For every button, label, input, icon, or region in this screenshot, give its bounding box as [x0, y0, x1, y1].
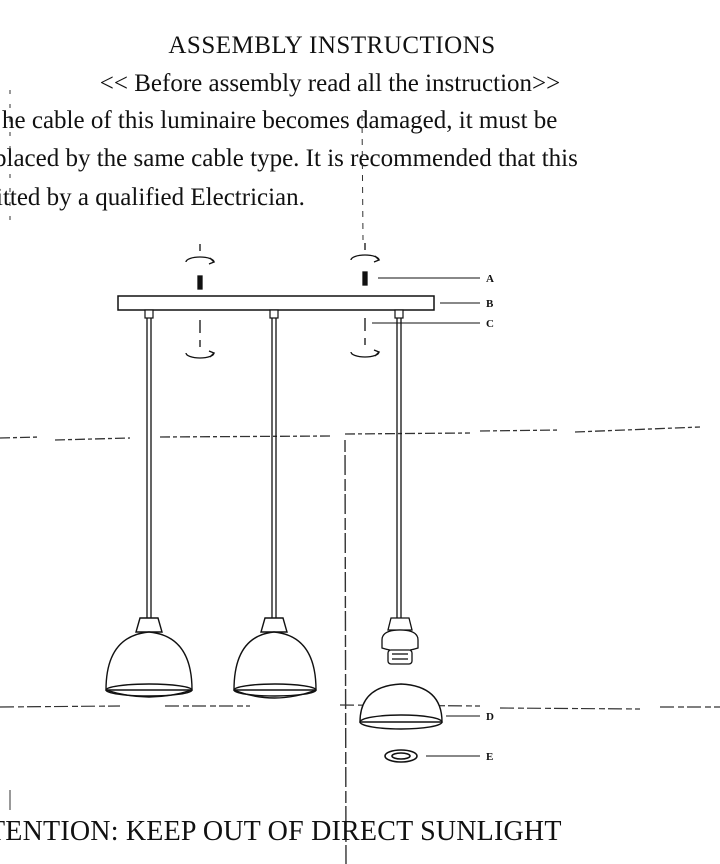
page-subtitle: << Before assembly read all the instruct…: [99, 70, 561, 97]
warning-line-3: itted by a qualified Electrician.: [0, 184, 305, 211]
part-label-b: B: [486, 298, 494, 310]
mounting-screw-top-left: [185, 244, 216, 290]
mounting-screw-bottom-right: [350, 318, 381, 358]
ceiling-canopy-bar: [117, 295, 435, 311]
part-label-c: C: [486, 318, 494, 330]
part-label-a: A: [486, 273, 494, 285]
shade-part-d: [359, 683, 443, 730]
page-title: ASSEMBLY INSTRUCTIONS: [168, 32, 496, 59]
lamp-holder-exploded: [381, 617, 419, 665]
cord-grips: [144, 309, 404, 319]
pendant-shade-left: [105, 617, 193, 698]
mounting-screw-top-right: [350, 243, 381, 286]
warning-line-1: he cable of this luminaire becomes damag…: [2, 107, 558, 134]
pendant-shade-middle: [233, 617, 317, 699]
warning-line-2: placed by the same cable type. It is rec…: [0, 145, 578, 172]
attention-notice: TENTION: KEEP OUT OF DIRECT SUNLIGHT: [0, 816, 562, 847]
part-leader-lines: [372, 277, 480, 757]
pendant-cables: [146, 318, 402, 618]
part-label-e: E: [486, 751, 493, 763]
mounting-screw-bottom-left: [185, 320, 216, 359]
scan-artifact-lines: [0, 90, 720, 864]
ring-part-e: [384, 749, 418, 763]
part-label-d: D: [486, 711, 494, 723]
